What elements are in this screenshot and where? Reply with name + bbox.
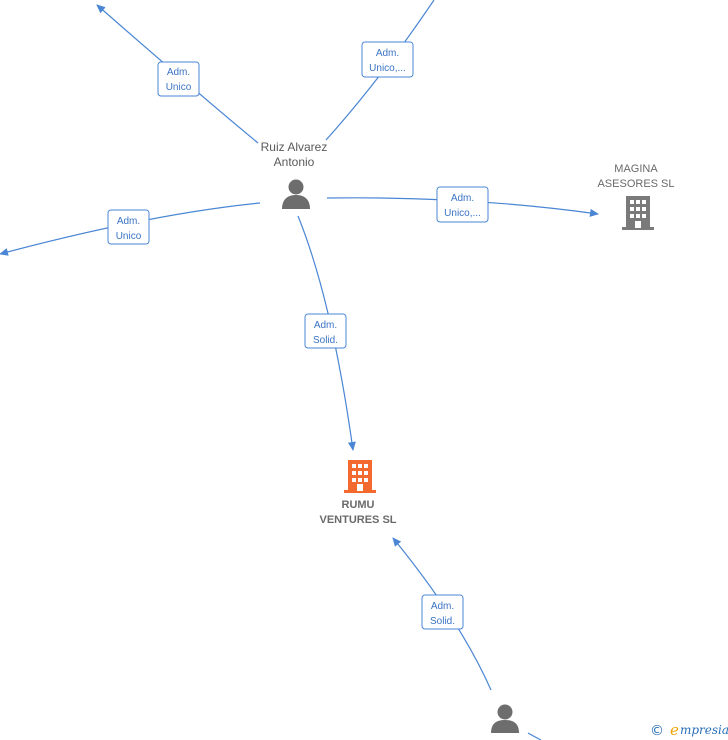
edge-label-to-magina[interactable]: Adm. Unico,... [436,186,489,223]
empresia-watermark: © e mpresia [650,721,728,739]
edge-label-line1: Adm. [117,216,140,227]
edge-label-line1: Adm. [431,601,454,612]
edge-label-line2: Solid. [430,616,455,627]
person-node-bottom[interactable] [491,704,519,734]
building-icon [344,460,376,493]
edge-label-bottom-to-rumu[interactable]: Adm. Solid. [421,594,464,630]
brand-logo-e: e [670,721,679,739]
person-node-main[interactable]: Ruiz Alvarez Antonio [261,140,328,209]
company-name-line2: ASESORES SL [597,178,674,190]
edge-label-line2: Unico [116,231,142,242]
building-icon [622,196,654,230]
company-name-line1: RUMU [342,499,375,511]
person-icon [491,704,519,733]
edge-line-bottom-right [527,732,542,740]
brand-logo-text: mpresia [680,723,728,737]
edge-label-upper-right[interactable]: Adm. Unico,... [361,41,414,78]
edge-label-line1: Adm. [376,48,399,59]
company-node-rumu[interactable]: RUMU VENTURES SL [319,460,397,526]
edge-label-line1: Adm. [167,67,190,78]
edge-label-left[interactable]: Adm. Unico [107,209,150,245]
company-name-line2: VENTURES SL [319,514,396,526]
edges [0,0,599,740]
edge-label-line2: Unico,... [369,63,406,74]
person-name-line2: Antonio [274,155,315,169]
edge-label-line2: Unico,... [444,208,481,219]
edge-label-line2: Unico [166,82,192,93]
company-node-magina[interactable]: MAGINA ASESORES SL [597,163,675,230]
edge-label-line2: Solid. [313,335,338,346]
person-name-line1: Ruiz Alvarez [261,140,328,154]
person-icon [282,179,310,209]
edge-label-to-rumu[interactable]: Adm. Solid. [304,313,347,349]
copyright-icon: © [650,723,664,739]
edge-label-upper-left[interactable]: Adm. Unico [157,61,200,97]
edge-label-line1: Adm. [314,320,337,331]
company-name-line1: MAGINA [614,163,658,175]
edge-label-line1: Adm. [451,193,474,204]
